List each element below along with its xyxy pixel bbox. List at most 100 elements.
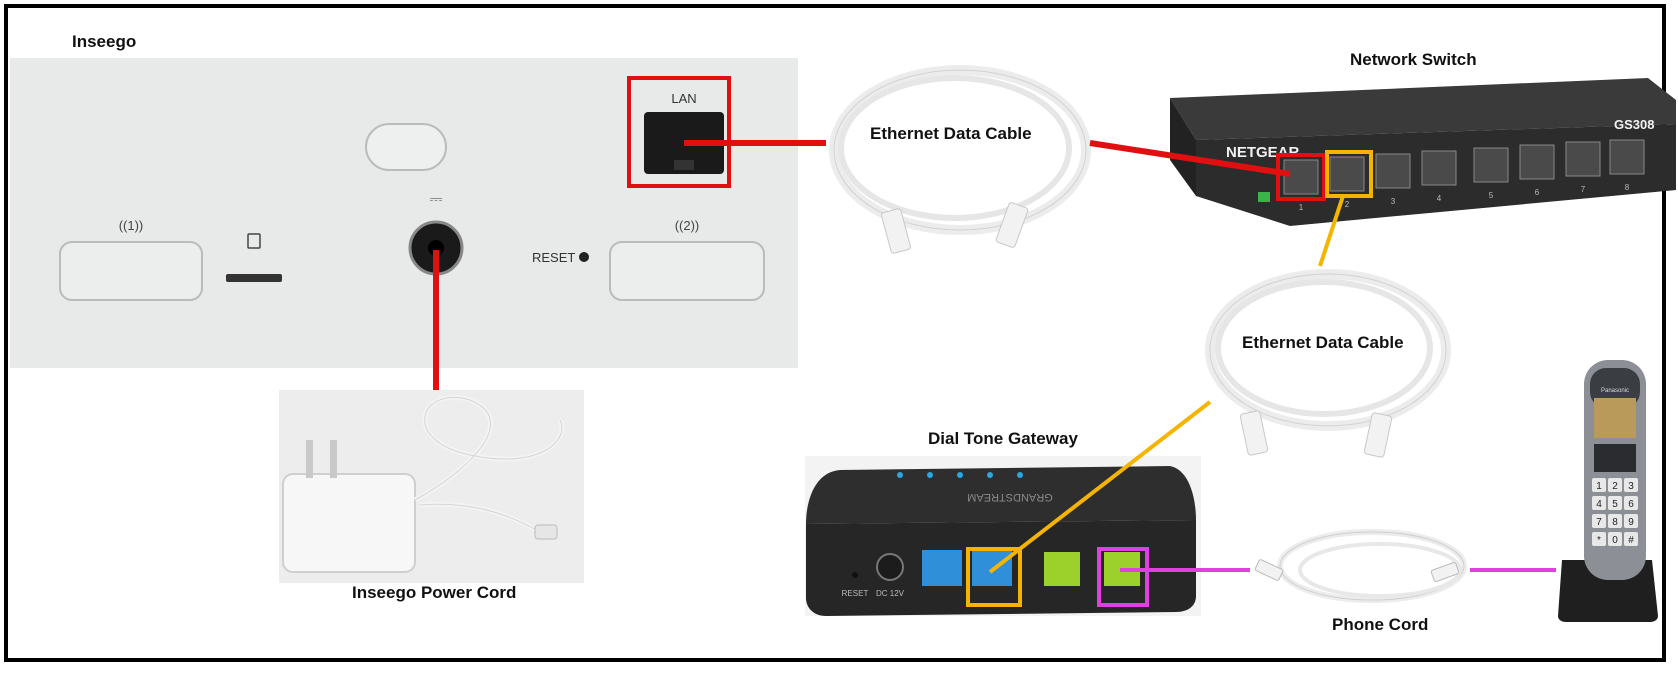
switch-port-number: 1 bbox=[1299, 203, 1304, 212]
adapter-prong-1 bbox=[306, 440, 313, 478]
phone-brand: Panasonic bbox=[1601, 388, 1629, 394]
network-switch-label: Network Switch bbox=[1350, 50, 1477, 69]
dial-tone-gateway-label: Dial Tone Gateway bbox=[928, 429, 1078, 448]
ethernet-cable-2 bbox=[1205, 269, 1451, 458]
switch-top bbox=[1170, 78, 1676, 140]
phone-key bbox=[1624, 514, 1638, 528]
router-reset-text: RESET bbox=[532, 250, 575, 265]
phone-key bbox=[1624, 532, 1638, 546]
switch-model: GS308 bbox=[1614, 117, 1654, 132]
connection-lines bbox=[433, 140, 1556, 574]
phone-key-label: # bbox=[1628, 535, 1634, 546]
dc-power-symbol: ⎓ bbox=[430, 191, 443, 208]
router-sim-cover-1 bbox=[59, 241, 203, 301]
phone-key bbox=[1592, 532, 1606, 546]
switch-port-5 bbox=[1473, 147, 1509, 183]
phone-key bbox=[1592, 496, 1606, 510]
dial-tone-gateway: GRANDSTREAM RESET DC 12V bbox=[805, 456, 1201, 616]
phone-key-label: * bbox=[1597, 535, 1601, 546]
switch-port-number: 7 bbox=[1581, 185, 1586, 194]
inseego-power-cord-label: Inseego Power Cord bbox=[352, 583, 517, 602]
gateway-wan-highlight bbox=[966, 547, 1022, 607]
phone-cord bbox=[1254, 529, 1467, 603]
switch-port-number: 6 bbox=[1535, 188, 1540, 197]
inseego-label: Inseego bbox=[72, 32, 137, 51]
ethernet-cable-1 bbox=[829, 65, 1091, 254]
ethernet-cable-label-1: Ethernet Data Cable bbox=[870, 124, 1032, 143]
phone-key bbox=[1608, 514, 1622, 528]
diagram-frame bbox=[4, 4, 1666, 662]
phone-key-label: 1 bbox=[1596, 481, 1602, 492]
ethernet-cable-label-2: Ethernet Data Cable bbox=[1242, 333, 1404, 352]
lan-port-highlight bbox=[627, 76, 731, 188]
cable-to-switch-line bbox=[1089, 140, 1291, 177]
switch-port-numbers: 1 2 3 4 5 6 7 8 bbox=[1299, 183, 1630, 212]
inseego-power-adapter bbox=[279, 390, 584, 583]
phone-key-label: 6 bbox=[1628, 499, 1634, 510]
phone-cord-plug-b bbox=[1430, 561, 1460, 583]
phone-cord-plug-a bbox=[1254, 559, 1284, 581]
cordless-phone: Panasonic 1 2 3 4 5 6 7 8 9 * 0 bbox=[1558, 360, 1658, 622]
phone-cord-label: Phone Cord bbox=[1332, 615, 1429, 634]
gateway-brand: GRANDSTREAM bbox=[967, 491, 1053, 503]
adapter-body bbox=[282, 473, 416, 573]
adapter-prong-2 bbox=[330, 440, 337, 478]
switch-port-number: 3 bbox=[1391, 197, 1396, 206]
network-switch: NETGEAR GS308 1 2 3 4 5 6 7 8 bbox=[1170, 78, 1676, 226]
gateway-reset-text: RESET bbox=[842, 589, 869, 598]
gateway-dc-jack bbox=[876, 553, 904, 581]
phone-key-label: 5 bbox=[1612, 499, 1618, 510]
ethernet-plug-1b bbox=[995, 202, 1029, 248]
lan-port-label: LAN bbox=[671, 91, 696, 106]
switch-port-number: 8 bbox=[1625, 183, 1630, 192]
switch-port-number: 4 bbox=[1437, 194, 1442, 203]
inseego-router-panel: ((1)) ⎓ RESET ((2)) LAN bbox=[10, 58, 798, 368]
phone-key bbox=[1592, 514, 1606, 528]
phone-screen bbox=[1594, 398, 1636, 438]
switch-port-3 bbox=[1375, 153, 1411, 189]
switch-to-cable2-line bbox=[1318, 195, 1345, 267]
ethernet-plug-2b bbox=[1363, 412, 1393, 458]
slot-2-symbol: ((2)) bbox=[675, 218, 700, 233]
cable2-to-gateway-line bbox=[988, 400, 1212, 574]
switch-ports bbox=[1283, 139, 1645, 195]
phone-key-label: 8 bbox=[1612, 517, 1618, 528]
phone-key bbox=[1608, 496, 1622, 510]
phone-key-label: 3 bbox=[1628, 481, 1634, 492]
switch-port-2 bbox=[1329, 156, 1365, 192]
phone-key bbox=[1608, 532, 1622, 546]
gateway-top bbox=[806, 466, 1196, 524]
router-sim-cover-2 bbox=[609, 241, 765, 301]
phone-key bbox=[1608, 478, 1622, 492]
phone-key-label: 0 bbox=[1612, 535, 1618, 546]
sd-card-icon bbox=[247, 233, 261, 249]
switch-port-6 bbox=[1519, 144, 1555, 180]
switch-port-2-highlight bbox=[1325, 150, 1373, 198]
phone-key-label: 2 bbox=[1612, 481, 1618, 492]
router-oval-button bbox=[365, 123, 447, 171]
router-card-slot bbox=[226, 274, 282, 282]
gateway-dc-text: DC 12V bbox=[876, 589, 905, 598]
adapter-plug bbox=[534, 524, 558, 540]
gateway-lan-port bbox=[922, 550, 962, 586]
switch-brand: NETGEAR bbox=[1226, 144, 1300, 161]
router-reset-hole bbox=[579, 252, 589, 262]
switch-port-1-highlight bbox=[1276, 153, 1326, 201]
phone-key-label: 9 bbox=[1628, 517, 1634, 528]
ethernet-plug-1a bbox=[881, 208, 911, 254]
phone-key bbox=[1592, 478, 1606, 492]
gateway-phone-highlight bbox=[1097, 547, 1149, 607]
phone-keypad: 1 2 3 4 5 6 7 8 9 * 0 # bbox=[1592, 478, 1638, 546]
phone-key bbox=[1624, 478, 1638, 492]
phone-key-label: 7 bbox=[1596, 517, 1602, 528]
ethernet-plug-2a bbox=[1239, 410, 1269, 456]
gateway-fxs-port-2 bbox=[1044, 552, 1080, 586]
switch-port-4 bbox=[1421, 150, 1457, 186]
switch-port-number: 5 bbox=[1489, 191, 1494, 200]
switch-port-8 bbox=[1609, 139, 1645, 175]
slot-1-symbol: ((1)) bbox=[119, 218, 144, 233]
phone-key bbox=[1624, 496, 1638, 510]
switch-power-led bbox=[1258, 192, 1270, 202]
phone-key-label: 4 bbox=[1596, 499, 1602, 510]
